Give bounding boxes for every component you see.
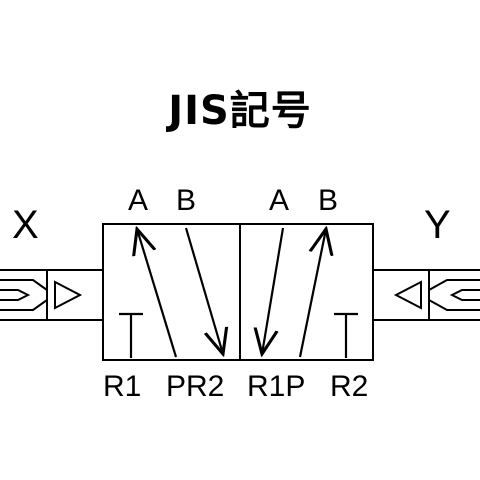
blocked-port-r1 <box>119 312 143 358</box>
pilot-label-x: X <box>12 203 39 247</box>
diagram-title: JIS記号 <box>168 88 312 134</box>
pilot-triangle-left <box>54 280 83 310</box>
port-label-pr2: PR2 <box>166 370 225 403</box>
pilot-triangle-right <box>393 280 422 310</box>
port-label-r1p: R1P <box>247 370 306 403</box>
pilot-actuator-right <box>372 269 480 321</box>
port-label-b-left: B <box>176 184 197 217</box>
pilot-label-y: Y <box>424 203 451 247</box>
port-label-r1-left: R1 <box>103 370 142 403</box>
valve-body <box>102 223 374 361</box>
right-position-box <box>239 223 374 361</box>
port-label-b-right: B <box>318 184 339 217</box>
flow-arrow-b-to-r2 <box>184 227 223 354</box>
flow-arrow-p-to-a <box>137 229 178 358</box>
pilot-actuator-left <box>0 269 104 321</box>
flow-arrow-a-to-r1 <box>262 227 285 354</box>
port-label-r2-right: R2 <box>330 370 369 403</box>
port-label-a-left: A <box>128 184 149 217</box>
blocked-port-r2 <box>334 312 358 358</box>
port-label-a-right: A <box>269 184 290 217</box>
flow-arrow-p-to-b <box>298 229 326 358</box>
